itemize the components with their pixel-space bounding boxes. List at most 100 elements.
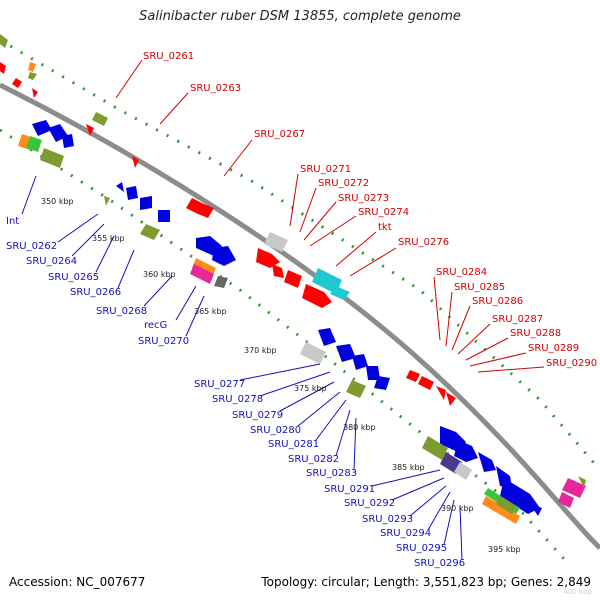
gene-label[interactable]: SRU_0288	[510, 328, 561, 339]
gene-forward[interactable]	[272, 264, 284, 278]
gene-reverse[interactable]	[104, 196, 110, 206]
gene-label[interactable]: SRU_0264	[26, 256, 77, 267]
gene-forward[interactable]	[28, 72, 37, 80]
gene-reverse[interactable]	[190, 264, 214, 284]
gene-label[interactable]: SRU_0279	[232, 410, 283, 421]
gene-forward[interactable]	[578, 476, 586, 488]
gene-reverse[interactable]	[530, 504, 542, 516]
gene-reverse[interactable]	[496, 496, 516, 514]
gene-label[interactable]: SRU_0291	[324, 484, 375, 495]
gene-reverse[interactable]	[26, 136, 42, 152]
gene-forward[interactable]	[28, 62, 36, 72]
gene-reverse[interactable]	[352, 354, 368, 370]
gene-label[interactable]: SRU_0276	[398, 237, 449, 248]
gene-reverse[interactable]	[214, 276, 228, 288]
leader-line	[297, 391, 341, 427]
gene-label[interactable]: SRU_0285	[454, 282, 505, 293]
gene-reverse[interactable]	[336, 344, 356, 362]
gene-reverse[interactable]	[116, 182, 124, 192]
gene-reverse[interactable]	[300, 342, 326, 364]
gene-forward[interactable]	[418, 376, 434, 390]
gene-reverse[interactable]	[478, 452, 496, 472]
leader-line	[289, 173, 299, 227]
gene-forward[interactable]	[12, 78, 22, 88]
gene-reverse[interactable]	[454, 462, 472, 480]
gene-forward[interactable]	[0, 62, 6, 74]
gene-forward[interactable]	[32, 88, 38, 98]
gene-forward[interactable]	[86, 124, 94, 136]
gene-label[interactable]: SRU_0268	[96, 306, 147, 317]
gene-label[interactable]: SRU_0295	[396, 543, 447, 554]
gene-label[interactable]: SRU_0289	[528, 343, 579, 354]
gene-reverse[interactable]	[318, 328, 336, 346]
gene-label[interactable]: tkt	[378, 222, 392, 233]
gene-reverse[interactable]	[346, 380, 366, 398]
gene-reverse[interactable]	[126, 186, 138, 200]
gene-reverse[interactable]	[212, 246, 236, 266]
scale-label: 365 kbp	[194, 307, 227, 316]
gene-reverse[interactable]	[482, 496, 520, 524]
gene-label[interactable]: SRU_0281	[268, 439, 319, 450]
leader-line	[303, 201, 337, 241]
gene-label[interactable]: SRU_0290	[546, 358, 597, 369]
gene-label[interactable]: SRU_0266	[70, 287, 121, 298]
gene-label[interactable]: SRU_0277	[194, 379, 245, 390]
gene-label[interactable]: SRU_0265	[48, 272, 99, 283]
scale-label: 360 kbp	[143, 270, 176, 279]
gene-forward[interactable]	[446, 392, 456, 406]
gene-label[interactable]: SRU_0270	[138, 336, 189, 347]
gene-label[interactable]: recG	[144, 320, 167, 331]
gene-label[interactable]: SRU_0267	[254, 129, 305, 140]
gene-forward[interactable]	[558, 492, 574, 508]
gene-forward[interactable]	[562, 478, 586, 498]
leader-line	[143, 275, 173, 307]
gene-reverse[interactable]	[422, 436, 448, 460]
gene-label[interactable]: SRU_0271	[300, 164, 351, 175]
gene-label[interactable]: SRU_0286	[472, 296, 523, 307]
gene-label[interactable]: SRU_0282	[288, 454, 339, 465]
gene-label[interactable]: SRU_0292	[344, 498, 395, 509]
gene-forward[interactable]	[284, 270, 302, 288]
gene-label[interactable]: Int	[6, 216, 19, 227]
gene-label[interactable]: SRU_0274	[358, 207, 409, 218]
gene-reverse[interactable]	[62, 134, 74, 148]
leader-line	[299, 187, 317, 233]
gene-label[interactable]: SRU_0293	[362, 514, 413, 525]
gene-reverse[interactable]	[366, 366, 380, 380]
gene-reverse[interactable]	[140, 224, 160, 240]
gene-forward[interactable]	[330, 286, 350, 300]
gene-label[interactable]: SRU_0284	[436, 267, 487, 278]
gene-reverse[interactable]	[158, 210, 170, 222]
gene-reverse[interactable]	[140, 196, 152, 210]
genome-summary-text: Topology: circular; Length: 3,551,823 bp…	[261, 575, 591, 589]
gene-forward[interactable]	[302, 284, 332, 308]
gene-forward[interactable]	[0, 34, 8, 48]
gene-label[interactable]: SRU_0272	[318, 178, 369, 189]
gene-forward[interactable]	[256, 248, 280, 268]
gene-forward[interactable]	[132, 156, 139, 168]
gene-label[interactable]: SRU_0278	[212, 394, 263, 405]
gene-reverse[interactable]	[40, 148, 64, 168]
gene-label[interactable]: SRU_0283	[306, 468, 357, 479]
leader-line	[185, 295, 205, 337]
gene-label[interactable]: SRU_0280	[250, 425, 301, 436]
gene-label[interactable]: SRU_0294	[380, 528, 431, 539]
gene-forward[interactable]	[312, 268, 342, 294]
gene-forward[interactable]	[436, 386, 446, 400]
gene-reverse[interactable]	[500, 478, 540, 514]
gene-label[interactable]: SRU_0262	[6, 241, 57, 252]
gene-label[interactable]: SRU_0296	[414, 558, 465, 569]
gene-label[interactable]: SRU_0261	[143, 51, 194, 62]
leader-line	[469, 352, 527, 367]
gene-forward[interactable]	[406, 370, 420, 382]
gene-reverse[interactable]	[374, 376, 390, 390]
gene-label[interactable]: SRU_0263	[190, 83, 241, 94]
gene-forward[interactable]	[264, 232, 288, 252]
gene-reverse[interactable]	[454, 440, 478, 462]
gene-forward[interactable]	[92, 112, 108, 126]
gene-reverse[interactable]	[32, 120, 52, 136]
gene-label[interactable]: SRU_0287	[492, 314, 543, 325]
gene-forward[interactable]	[186, 198, 214, 218]
gene-label[interactable]: SRU_0273	[338, 193, 389, 204]
